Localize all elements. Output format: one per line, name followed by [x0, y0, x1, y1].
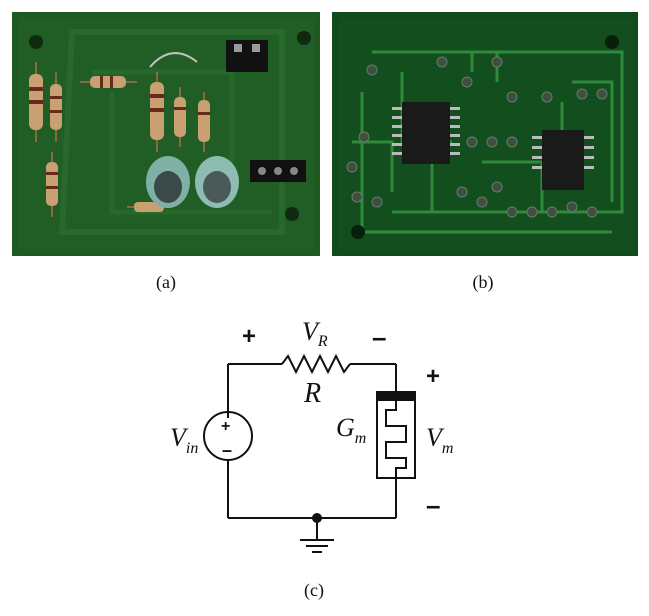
caption-c: (c) — [304, 580, 324, 600]
ground-junction-dot — [312, 513, 322, 523]
circuit-diagram: VR R Vin Gm Vm + – + – + – — [170, 317, 453, 553]
caption-a: (a) — [156, 272, 176, 292]
vr-plus-sign: + — [242, 323, 256, 350]
memristor-polarity-bar — [377, 392, 415, 401]
label-vm: Vm — [426, 423, 453, 457]
vr-minus-sign: – — [372, 322, 386, 352]
source-minus-sign: – — [222, 440, 232, 460]
label-vr: VR — [302, 317, 328, 350]
resistor-symbol — [281, 353, 351, 375]
label-gm: Gm — [336, 413, 366, 447]
label-r: R — [303, 378, 321, 409]
pcb-photo-bottom — [332, 12, 638, 256]
source-plus-sign: + — [221, 418, 230, 435]
vm-plus-sign: + — [426, 363, 440, 390]
pcb-photo-top — [12, 12, 320, 256]
label-vin: Vin — [170, 423, 198, 457]
caption-b: (b) — [472, 272, 494, 292]
vm-minus-sign: – — [426, 490, 440, 520]
